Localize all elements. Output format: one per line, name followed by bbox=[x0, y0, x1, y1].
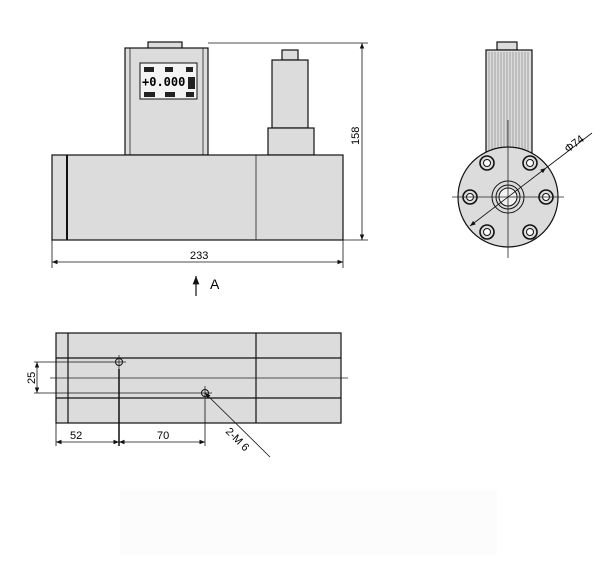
display-value: +0.000 bbox=[142, 75, 185, 89]
hole-offset-label: 25 bbox=[26, 372, 38, 384]
bolt bbox=[522, 155, 538, 171]
sensor-stem bbox=[271, 59, 309, 129]
side-view: Φ74 bbox=[452, 41, 593, 258]
base-block bbox=[51, 154, 344, 241]
length-label: 233 bbox=[190, 250, 208, 262]
diameter-dimension bbox=[469, 167, 547, 227]
bolt bbox=[522, 224, 538, 240]
hole-callout: 2-M 6 bbox=[223, 426, 251, 454]
display-housing-side bbox=[485, 49, 533, 161]
front-view: +0.000 158 233 A bbox=[51, 41, 368, 296]
edge-to-hole-label: 52 bbox=[70, 430, 82, 442]
view-arrow-label: A bbox=[210, 276, 220, 292]
diameter-label: Φ74 bbox=[563, 133, 587, 155]
bolt bbox=[479, 224, 495, 240]
bottom-view: 25 52 70 2-M 6 bbox=[26, 332, 348, 458]
height-label: 158 bbox=[350, 127, 362, 145]
hole-spacing-label: 70 bbox=[157, 430, 169, 442]
blank-area bbox=[120, 490, 497, 555]
sensor-nut bbox=[281, 49, 299, 61]
mounting-hole bbox=[112, 355, 126, 369]
sensor-base bbox=[267, 127, 315, 156]
bolt bbox=[479, 155, 495, 171]
